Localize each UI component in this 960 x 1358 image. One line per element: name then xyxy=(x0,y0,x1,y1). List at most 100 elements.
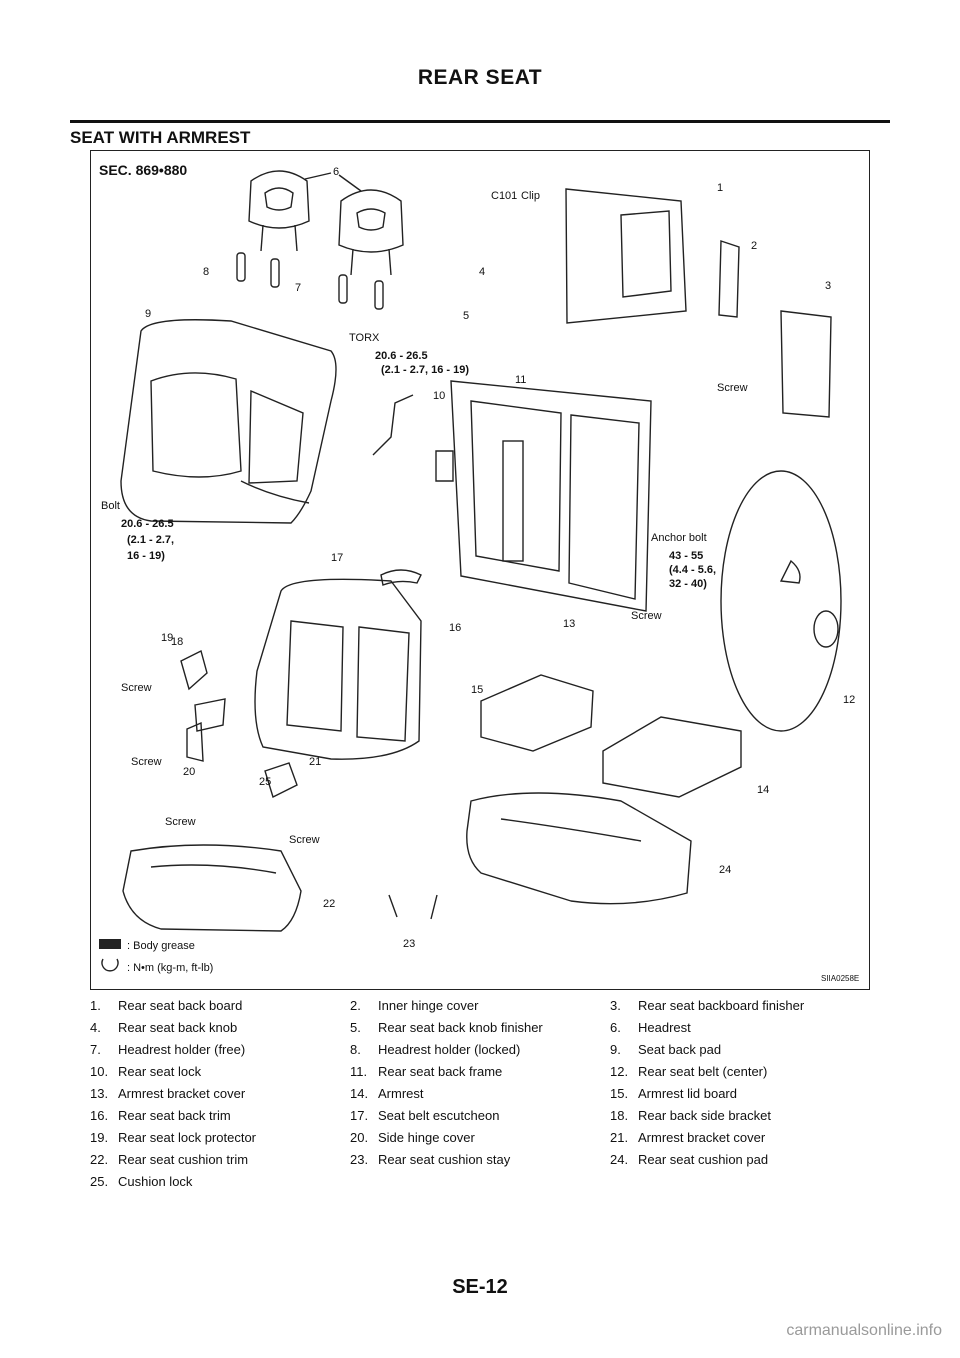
svg-text:16: 16 xyxy=(449,622,461,634)
sec-label: SEC. 869•880 xyxy=(99,162,187,178)
svg-text:7: 7 xyxy=(295,282,301,294)
part-number: 3. xyxy=(610,998,621,1013)
svg-text:21: 21 xyxy=(309,756,321,768)
section-title: SEAT WITH ARMREST xyxy=(70,128,251,147)
part-number: 25. xyxy=(90,1174,109,1189)
seat-cushion-trim xyxy=(122,844,302,932)
svg-text:8: 8 xyxy=(203,266,209,278)
rear-back-side-bracket xyxy=(180,649,208,691)
part-name: Armrest bracket cover xyxy=(638,1130,766,1145)
svg-text:Clip: Clip xyxy=(521,190,540,202)
page-footer: SE-12 xyxy=(452,1276,508,1298)
part-name: Headrest xyxy=(638,1020,691,1035)
seat-back-trim xyxy=(254,578,422,760)
part-name: Seat back pad xyxy=(638,1042,722,1057)
part-number: 17. xyxy=(350,1108,369,1123)
part-item: 17.Seat belt escutcheon xyxy=(350,1108,610,1130)
part-number: 21. xyxy=(610,1130,629,1145)
part-number: 18. xyxy=(610,1108,629,1123)
seat-belt-escutcheon xyxy=(380,569,422,586)
svg-text:1: 1 xyxy=(717,182,723,194)
side-hinge-cover xyxy=(186,721,204,762)
seat-lock-protector xyxy=(194,698,226,732)
svg-text:: Body grease: : Body grease xyxy=(127,940,195,952)
svg-text:17: 17 xyxy=(331,552,343,564)
svg-text:24: 24 xyxy=(719,864,731,876)
callout-labels: 1 2 3 4 5 6 7 8 9 10 11 12 13 14 15 16 1… xyxy=(145,166,855,950)
part-name: Rear seat cushion pad xyxy=(638,1152,769,1167)
part-item: 22. Rear seat cushion trim xyxy=(90,1152,350,1174)
parts-row: 22. Rear seat cushion trim 23.Rear seat cu… xyxy=(90,1152,870,1174)
svg-text:(4.4 - 5.6,: (4.4 - 5.6, xyxy=(669,564,716,576)
part-name: Rear seat back frame xyxy=(378,1064,503,1079)
part-number: 14. xyxy=(350,1086,369,1101)
part-number: 7. xyxy=(90,1042,101,1057)
svg-text:3: 3 xyxy=(825,280,831,292)
part-item: 24.Rear seat cushion pad xyxy=(610,1152,870,1174)
part-name: Rear seat lock protector xyxy=(118,1130,257,1145)
svg-text:(2.1 - 2.7,: (2.1 - 2.7, xyxy=(127,534,174,546)
annotation-labels: C101 Clip TORX 20.6 - 26.5 (2.1 - 2.7, 1… xyxy=(101,190,748,846)
svg-text:C101: C101 xyxy=(491,190,517,202)
part-name: Rear seat cushion trim xyxy=(118,1152,249,1167)
part-number: 15. xyxy=(610,1086,629,1101)
part-number: 22. xyxy=(90,1152,109,1167)
svg-text:TORX: TORX xyxy=(349,332,380,344)
part-item: 1.Rear seat back board xyxy=(90,998,350,1020)
svg-text:5: 5 xyxy=(463,310,469,322)
parts-row: 10. Rear seat lock 11. Rear seat back frame… xyxy=(90,1064,870,1086)
svg-text:25: 25 xyxy=(259,776,271,788)
part-item: 20.Side hinge cover xyxy=(350,1130,610,1152)
svg-text:4: 4 xyxy=(479,266,485,278)
part-item: 23.Rear seat cushion stay xyxy=(350,1152,610,1174)
part-item: 11. Rear seat back frame xyxy=(350,1064,610,1086)
part-item: 12. Rear seat belt (center) xyxy=(610,1064,870,1086)
svg-text:6: 6 xyxy=(333,166,339,178)
part-item: 7.Headrest holder (free) xyxy=(90,1042,350,1064)
inner-hinge-cover xyxy=(718,240,740,318)
svg-text:22: 22 xyxy=(323,898,335,910)
rear-seat-lock xyxy=(372,394,414,456)
part-name: Rear seat backboard finisher xyxy=(638,998,805,1013)
exploded-diagram: SEC. 869•880 xyxy=(90,150,870,990)
headrest-holders xyxy=(236,252,384,310)
part-item: 10. Rear seat lock xyxy=(90,1064,350,1086)
part-item: 19. Rear seat lock protector xyxy=(90,1130,350,1152)
legend: : Body grease : N•m (kg-m, ft-lb) xyxy=(99,939,213,974)
parts-row: 25. Cushion lock xyxy=(90,1174,870,1196)
part-name: Cushion lock xyxy=(118,1174,193,1189)
part-name: Armrest bracket cover xyxy=(118,1086,246,1101)
svg-text:Anchor bolt: Anchor bolt xyxy=(651,532,707,544)
part-name: Rear seat lock xyxy=(118,1064,202,1079)
diagram-canvas: SEC. 869•880 xyxy=(99,162,859,983)
svg-text:32 - 40): 32 - 40) xyxy=(669,578,707,590)
seat-back-pad xyxy=(120,319,337,524)
part-item: 3. Rear seat backboard finisher xyxy=(610,998,870,1020)
part-item: 16.Rear seat back trim xyxy=(90,1108,350,1130)
part-number: 11. xyxy=(350,1064,368,1079)
part-number: 4. xyxy=(90,1020,101,1035)
svg-text:20: 20 xyxy=(183,766,195,778)
part-name: Rear seat back trim xyxy=(118,1108,231,1123)
part-name: Rear seat cushion stay xyxy=(378,1152,511,1167)
page-header: REAR SEAT xyxy=(417,66,543,89)
part-number: 10. xyxy=(90,1064,109,1079)
svg-text:Bolt: Bolt xyxy=(101,500,120,512)
part-name: Rear seat belt (center) xyxy=(638,1064,768,1079)
svg-text:20.6 - 26.5: 20.6 - 26.5 xyxy=(121,518,174,530)
part-item: 18.Rear back side bracket xyxy=(610,1108,870,1130)
part-item: 6.Headrest xyxy=(610,1020,870,1042)
svg-text:Screw: Screw xyxy=(631,610,662,622)
part-number: 12. xyxy=(610,1064,629,1079)
part-number: 19. xyxy=(90,1130,109,1145)
headrest-right xyxy=(338,189,404,276)
part-item: 14.Armrest xyxy=(350,1086,610,1108)
part-item: 13.Armrest bracket cover xyxy=(90,1086,350,1108)
part-item: 9.Seat back pad xyxy=(610,1042,870,1064)
svg-text:Screw: Screw xyxy=(165,816,196,828)
watermark: carmanualsonline.info xyxy=(786,1322,942,1339)
figure-id: SIIA0258E xyxy=(821,974,859,983)
svg-text:11: 11 xyxy=(515,374,526,386)
